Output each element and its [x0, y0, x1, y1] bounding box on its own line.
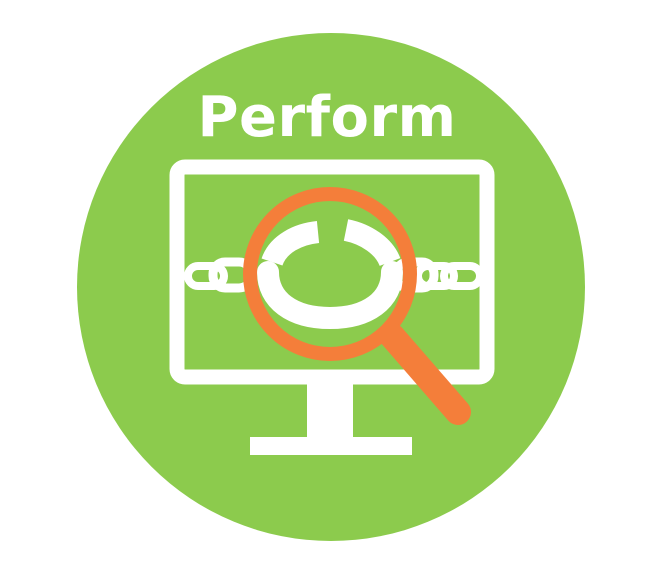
monitor-icon [169, 159, 495, 455]
broken-chain-icon [184, 219, 484, 330]
magnifying-glass-icon [243, 187, 471, 425]
green-circle-badge [77, 33, 585, 541]
badge-title: Perform [197, 85, 457, 150]
